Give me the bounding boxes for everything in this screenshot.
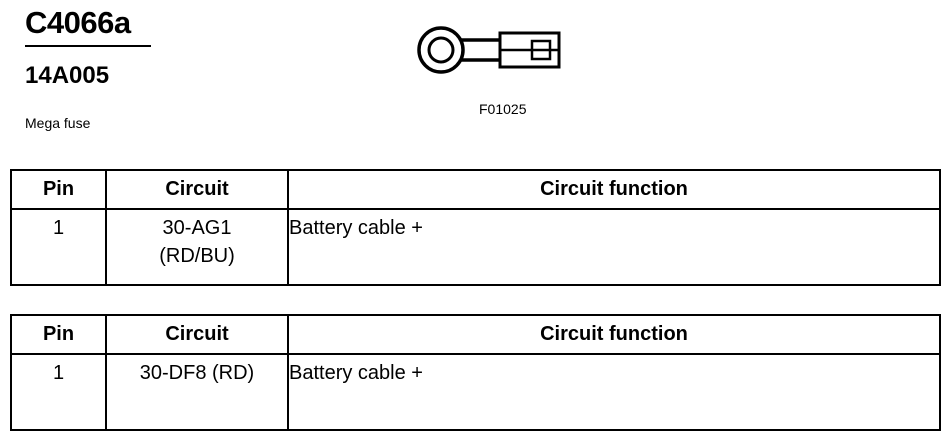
connector-description: Mega fuse (25, 115, 91, 131)
figure-code: F01025 (479, 101, 527, 117)
circuit-column-header: Circuit (105, 314, 289, 355)
function-column-header: Circuit function (287, 314, 941, 355)
connector-id: C4066a (25, 5, 131, 40)
function-cell: Battery cable + (287, 208, 941, 286)
pin-column-header: Pin (10, 169, 107, 210)
table-row: 1 30-AG1 (RD/BU) Battery cable + (10, 208, 941, 286)
table-header-row: Pin Circuit Circuit function (10, 314, 941, 355)
function-column-header: Circuit function (287, 169, 941, 210)
pin-table: Pin Circuit Circuit function 1 30-DF8 (R… (10, 314, 941, 431)
table-header-row: Pin Circuit Circuit function (10, 169, 941, 210)
circuit-cell: 30-DF8 (RD) (105, 353, 289, 431)
table-row: 1 30-DF8 (RD) Battery cable + (10, 353, 941, 431)
pin-cell: 1 (10, 353, 107, 431)
part-number: 14A005 (25, 62, 110, 89)
pin-column-header: Pin (10, 314, 107, 355)
circuit-wire-color: (RD/BU) (159, 245, 235, 267)
ring-terminal-icon (417, 26, 561, 74)
title-underline (25, 45, 151, 47)
circuit-cell: 30-AG1 (RD/BU) (105, 208, 289, 286)
circuit-column-header: Circuit (105, 169, 289, 210)
function-cell: Battery cable + (287, 353, 941, 431)
pin-cell: 1 (10, 208, 107, 286)
pin-table: Pin Circuit Circuit function 1 30-AG1 (R… (10, 169, 941, 286)
circuit-code: 30-AG1 (162, 217, 232, 239)
circuit-code: 30-DF8 (RD) (139, 362, 255, 384)
